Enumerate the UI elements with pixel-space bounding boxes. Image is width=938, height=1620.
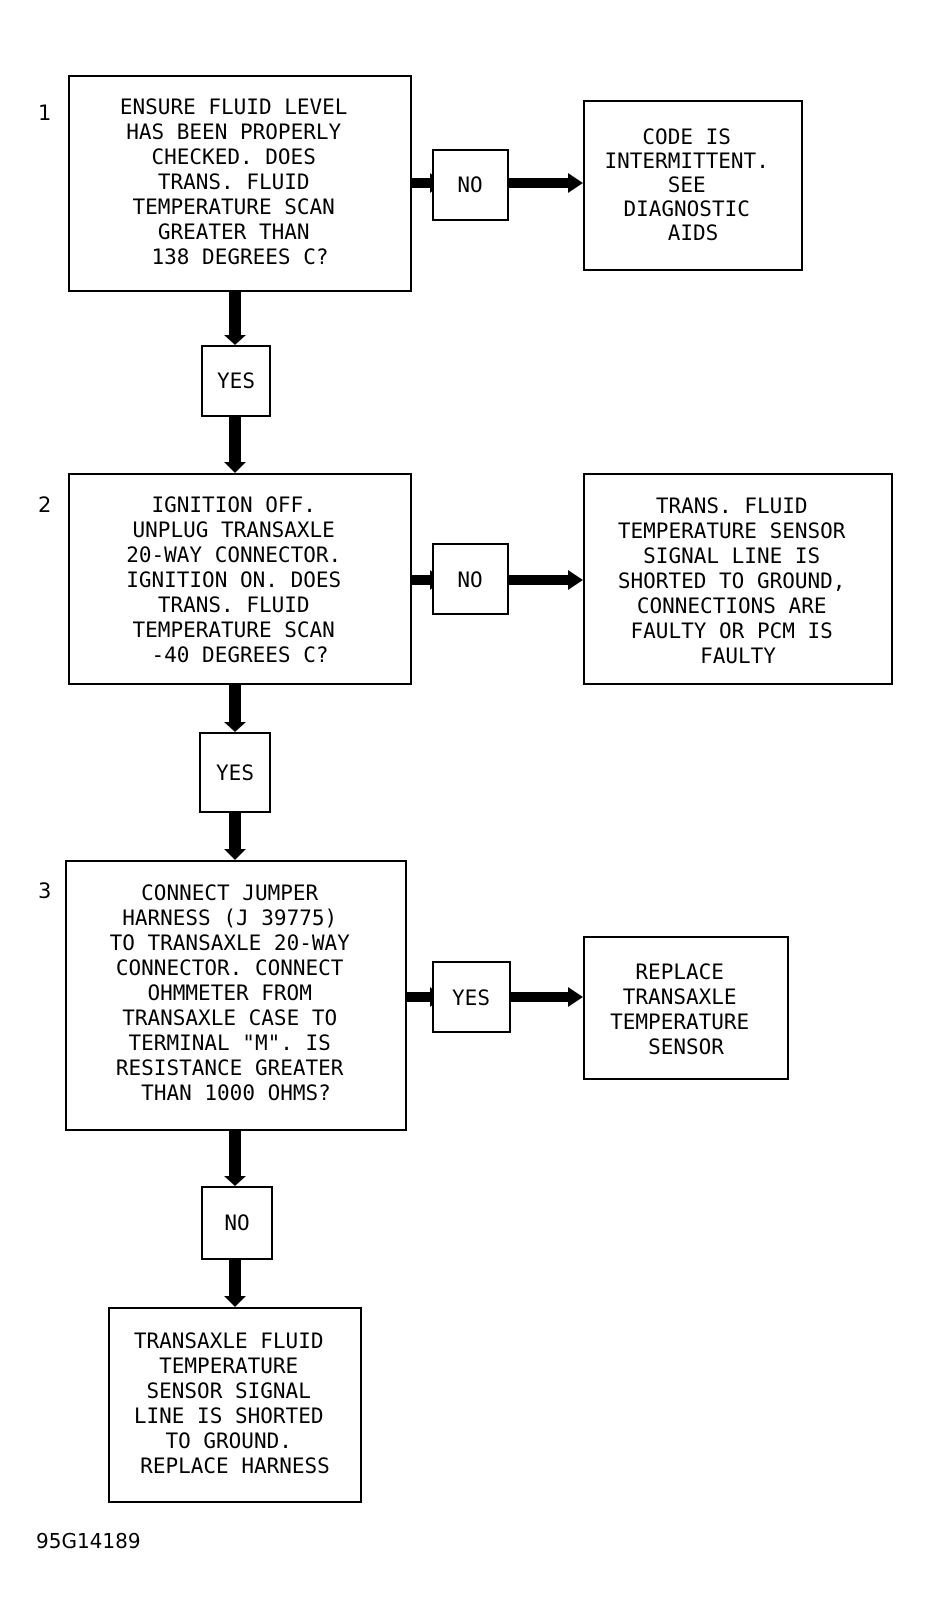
step-2-result-box (583, 473, 893, 685)
arrow-connector (406, 992, 432, 1002)
step-1-question-box (68, 75, 412, 292)
arrow-connector (229, 813, 241, 853)
step-1-question-text: ENSURE FLUID LEVEL HAS BEEN PROPERLY CHE… (120, 95, 360, 269)
arrow-connector (410, 178, 432, 188)
arrow-connector (410, 575, 432, 585)
step-2-no-label-box (432, 543, 509, 615)
step-2-question-box (68, 473, 412, 685)
arrow-connector (508, 575, 570, 585)
step-1-result-text: CODE IS INTERMITTENT. SEE DIAGNOSTIC AID… (604, 125, 781, 245)
step-3-no-label: NO (224, 1211, 249, 1235)
arrow-head (224, 722, 246, 732)
step-3-question-text: CONNECT JUMPER HARNESS (J 39775) TO TRAN… (110, 881, 363, 1105)
step-2-question-text: IGNITION OFF. UNPLUG TRANSAXLE 20-WAY CO… (126, 493, 354, 667)
arrow-head (224, 335, 246, 345)
final-result-text: TRANSAXLE FLUID TEMPERATURE SENSOR SIGNA… (134, 1329, 336, 1478)
step-1-no-label: NO (457, 173, 482, 197)
arrow-connector (510, 992, 570, 1002)
step-3-question-box (65, 860, 407, 1131)
arrow-connector (229, 1260, 241, 1300)
arrow-connector (229, 685, 241, 725)
step-1-yes-label: YES (217, 369, 255, 393)
arrow-connector (508, 178, 570, 188)
step-1-result-box (583, 100, 803, 271)
step-2-yes-label-box (199, 732, 271, 813)
final-result-box (108, 1307, 362, 1503)
arrow-head (568, 173, 583, 193)
step-3-result-text: REPLACE TRANSAXLE TEMPERATURE SENSOR (610, 960, 762, 1059)
arrow-head (568, 570, 583, 590)
figure-code: 95G14189 (36, 1529, 141, 1553)
arrow-connector (229, 292, 241, 337)
step-3-no-label-box (201, 1186, 273, 1260)
arrow-head (224, 462, 246, 473)
arrow-head (224, 1296, 246, 1307)
step-number-1: 1 (38, 101, 51, 125)
step-2-result-text: TRANS. FLUID TEMPERATURE SENSOR SIGNAL L… (618, 494, 858, 668)
step-number-2: 2 (38, 493, 51, 517)
step-3-yes-label-box (432, 961, 511, 1033)
arrow-head (224, 1176, 246, 1186)
step-1-yes-label-box (201, 345, 271, 417)
step-3-result-box (583, 936, 789, 1080)
step-1-no-label-box (432, 149, 509, 221)
arrow-connector (229, 1131, 241, 1179)
arrow-connector (229, 417, 241, 467)
step-2-yes-label: YES (216, 761, 254, 785)
step-number-3: 3 (38, 879, 51, 903)
arrow-head (224, 849, 246, 860)
step-2-no-label: NO (457, 568, 482, 592)
arrow-head (568, 987, 583, 1007)
connectors (224, 173, 583, 1307)
step-3-yes-label: YES (452, 986, 490, 1010)
